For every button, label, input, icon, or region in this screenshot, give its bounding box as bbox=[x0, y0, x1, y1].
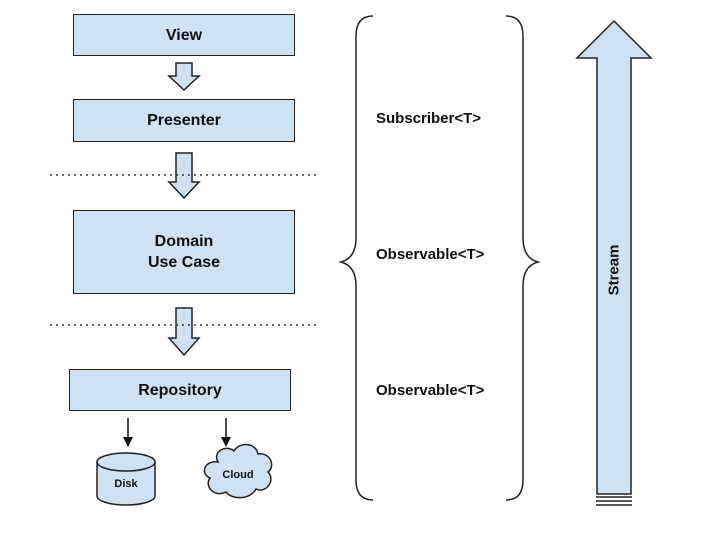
stream-arrow-tail-lines bbox=[596, 496, 632, 506]
domain-use-case-box: Domain Use Case bbox=[73, 210, 295, 294]
cloud-label: Cloud bbox=[222, 469, 253, 481]
subscriber-type-label: Subscriber<T> bbox=[376, 110, 482, 127]
stream-arrow bbox=[575, 19, 653, 495]
view-label: View bbox=[165, 26, 203, 44]
cloud-icon: Cloud bbox=[203, 443, 273, 499]
use-case-label: Use Case bbox=[147, 254, 221, 271]
view-box: View bbox=[73, 14, 295, 56]
stream-label: Stream bbox=[605, 244, 623, 296]
disk-label: Disk bbox=[114, 478, 138, 490]
observable-repository-type-label: Observable<T> bbox=[376, 382, 485, 399]
repository-box: Repository bbox=[69, 369, 291, 411]
disk-icon: Disk bbox=[96, 452, 156, 506]
repository-label: Repository bbox=[138, 381, 222, 399]
right-brace bbox=[505, 15, 541, 501]
left-brace bbox=[338, 15, 374, 501]
domain-label: Domain bbox=[154, 233, 214, 250]
presenter-label: Presenter bbox=[147, 112, 221, 129]
presenter-box: Presenter bbox=[73, 99, 295, 142]
observable-domain-type-label: Observable<T> bbox=[376, 246, 485, 263]
arrow-view-to-presenter bbox=[167, 62, 201, 92]
arrow-domain-to-repository bbox=[167, 307, 201, 357]
arrow-repository-to-cloud bbox=[221, 418, 231, 447]
arrow-repository-to-disk bbox=[123, 418, 133, 447]
